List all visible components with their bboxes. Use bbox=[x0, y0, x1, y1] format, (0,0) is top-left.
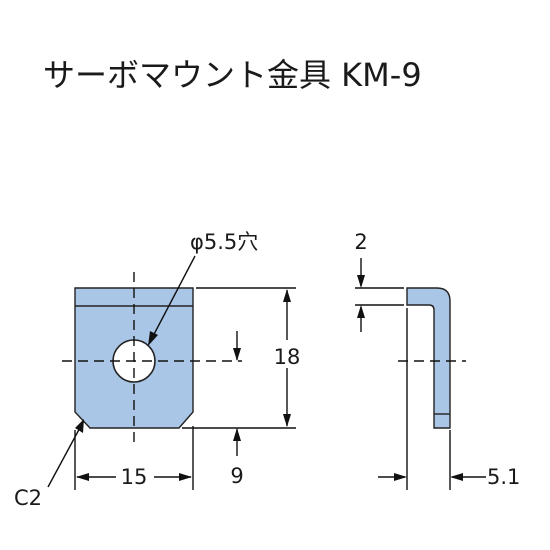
hole-offset-arrow-top bbox=[233, 348, 241, 361]
chamfer-callout: C2 bbox=[14, 419, 84, 510]
chamfer-label: C2 bbox=[14, 486, 42, 510]
hole-offset-dimension: 9 bbox=[230, 331, 244, 488]
drawing-title: サーボマウント金具 KM-9 bbox=[43, 56, 422, 94]
height-arrow-bottom bbox=[283, 414, 291, 427]
depth-arrow-right bbox=[450, 473, 463, 481]
height-dimension: 18 bbox=[182, 287, 304, 429]
hole-offset-label: 9 bbox=[230, 464, 243, 488]
width-dimension-label: 15 bbox=[121, 465, 148, 489]
width-dimension: 15 bbox=[74, 426, 194, 490]
height-dimension-label: 18 bbox=[274, 345, 301, 369]
depth-arrow-left bbox=[394, 473, 407, 481]
chamfer-leader-arrow bbox=[75, 419, 84, 433]
hole-callout: φ5.5穴 bbox=[148, 230, 258, 346]
hole-leader-arrow bbox=[148, 331, 158, 346]
hole-diameter-label: φ5.5穴 bbox=[190, 230, 258, 254]
thickness-arrow-top bbox=[357, 275, 365, 288]
bracket-side-profile bbox=[406, 287, 451, 429]
front-view bbox=[62, 272, 242, 444]
thickness-label: 2 bbox=[354, 230, 367, 254]
depth-dimension: 5.1 bbox=[378, 308, 520, 490]
chamfer-leader-line bbox=[47, 423, 83, 488]
depth-dimension-label: 5.1 bbox=[487, 465, 520, 489]
thickness-arrow-bottom bbox=[357, 305, 365, 318]
width-arrow-left bbox=[76, 473, 89, 481]
hole-leader-line bbox=[150, 255, 196, 341]
hole-offset-arrow-bottom bbox=[233, 428, 241, 441]
height-arrow-top bbox=[283, 289, 291, 302]
side-view bbox=[398, 287, 466, 429]
width-arrow-right bbox=[179, 473, 192, 481]
thickness-dimension: 2 bbox=[354, 230, 404, 332]
